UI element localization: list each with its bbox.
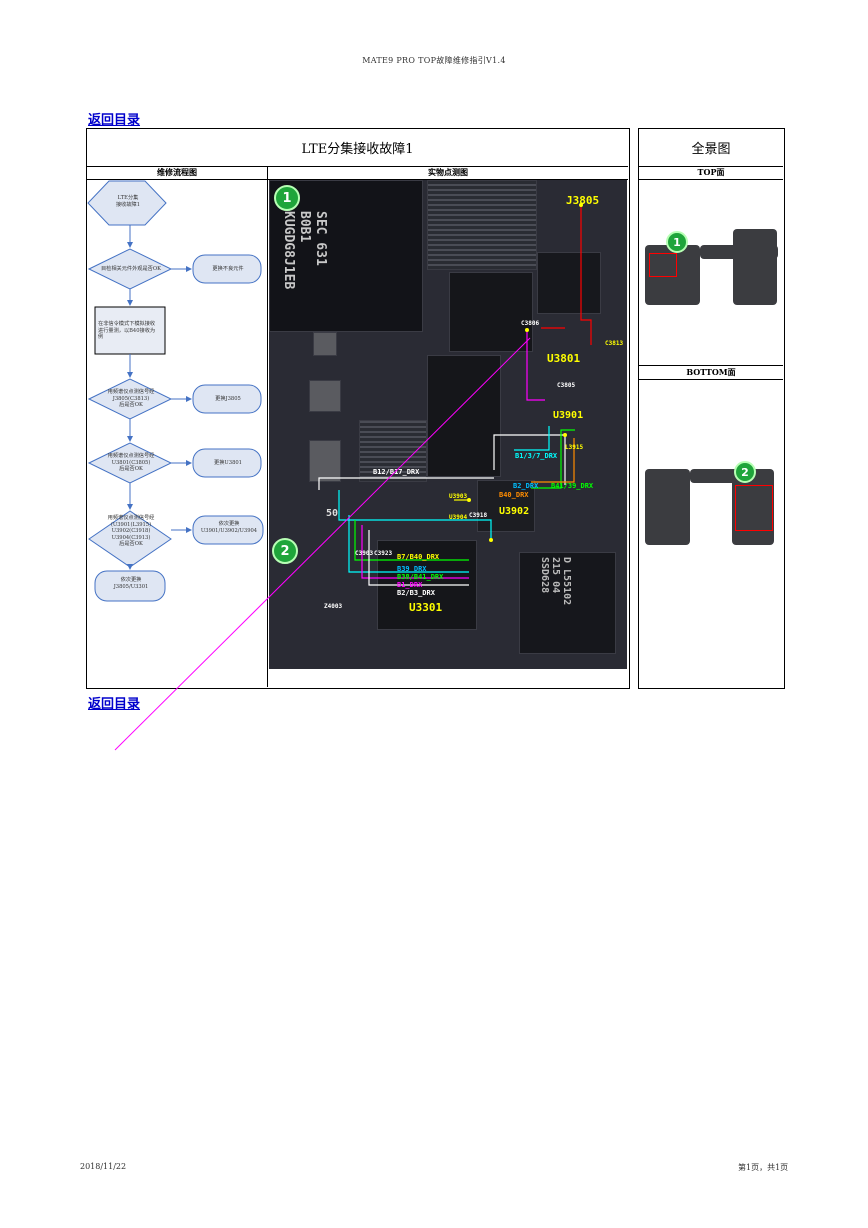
flow-start: LTE分集 接收故障1 [115,195,141,208]
label-u3901: U3901 [553,410,584,421]
flowchart-text: LTE分集 接收故障1 目检相关元件外观是否OK 更换不良元件 在非信令模式下模… [88,179,268,687]
label-b7-b40: B7/B40_DRX [397,553,440,561]
flow-action-4: 依次更换 U3901/U3902/U3904 [200,521,258,534]
chip-d-l55102: D L55102 215 04 SSD628 [519,552,616,654]
panorama-table: 全景图 TOP面 BOTTOM面 1 2 [638,128,785,689]
flow-action-2: 更换J3805 [215,396,241,402]
label-b12-b17: B12/B17_DRX [373,468,420,476]
bottom-view-header: BOTTOM面 [639,365,783,380]
flow-decision-2-text: 用频谱仪点测信号经 J3805(C3813) 后是否OK [107,389,155,408]
chip-top-mid [449,272,533,352]
bottom-view-board: 2 [645,459,775,554]
label-c3805: C3805 [557,382,576,389]
label-u3903: U3903 [449,493,468,500]
footer-page-number: 第1页，共1页 [738,1163,789,1172]
chip-shield-top [427,180,537,270]
document-title: MATE9 PRO TOP故障维修指引V1.4 [362,56,506,65]
flow-action-4-shape [192,515,264,545]
label-c3923: C3923 [374,550,393,557]
flow-process-shape [94,306,166,355]
label-b2-b3: B2/B3_DRX [397,589,435,597]
flow-action-3: 更换U3801 [214,460,242,466]
label-z4003: Z4003 [324,603,343,610]
pcb-photo: SEC 631 B0B1 KUGDG8J1EB D L55102 215 04 … [269,180,627,669]
flow-process: 在非信令模式下模拟接收 进行量测，以B40接收为 例 [98,321,156,340]
trace-overlay [318,203,592,586]
flow-decision-4-text: 用频谱仪点测信号经 (U3901(L3915) U3902(C3918) U39… [107,515,155,547]
flow-start-shape [87,180,167,226]
flow-end-shape [94,570,166,602]
label-u3902: U3902 [499,506,530,517]
back-to-contents-link[interactable]: 返回目录 [88,113,141,128]
chip-center [427,355,501,477]
flow-decision-1-text: 目检相关元件外观是否OK [100,266,161,272]
bottom-view-highlight [735,485,773,531]
top-view-marker-1: 1 [666,231,688,253]
label-b41-39: B41/39_DRX [551,482,594,490]
photo-column-header: 实物点测图 [268,166,628,180]
marker-2: 2 [272,538,298,564]
flow-action-1: 更换不良元件 [212,266,244,272]
label-c3918: C3918 [469,512,488,519]
chip-50-marking: 50 [326,508,339,519]
marker-1: 1 [274,185,300,211]
main-table: LTE分集接收故障1 维修流程图 实物点测图 [86,128,630,689]
component-square-1 [309,380,341,412]
top-board-right [733,229,777,305]
flow-action-2-shape [192,384,262,414]
label-u3301: U3301 [409,601,443,614]
label-b39: B39_DRX [397,565,427,573]
repair-flowchart [87,180,264,602]
top-board-left [645,245,700,305]
back-to-contents-link-bottom[interactable]: 返回目录 [88,697,141,712]
bottom-board-left [645,469,690,545]
top-view-highlight [649,253,677,277]
label-b38-b41: B38/B41_DRX [397,573,444,581]
flow-decision-3-text: 用频谱仪点测信号经 U3801(C3805) 后是否OK [107,453,155,472]
label-b2: B2_DRX [513,482,539,490]
footer-date: 2018/11/22 [80,1162,127,1171]
table-title: LTE分集接收故障1 [87,129,628,167]
chip-left-shield [359,420,427,482]
flow-column-header: 维修流程图 [87,166,268,180]
label-b1-3-7: B1/3/7_DRX [515,452,558,460]
label-j3805: J3805 [566,194,600,207]
label-u3801: U3801 [547,352,581,365]
flow-action-1-shape [192,254,262,284]
label-c3813: C3813 [605,340,624,347]
label-c3903: C3903 [355,550,374,557]
flow-decision-4 [88,510,172,568]
panorama-title: 全景图 [639,129,783,167]
component-square-2 [309,440,341,482]
label-u3904: U3904 [449,514,468,521]
top-view-header: TOP面 [639,166,783,180]
component-square-3 [313,332,337,356]
chip-u3902 [477,480,535,532]
flow-action-3-shape [192,448,262,478]
top-view-board: 1 [645,229,778,319]
label-c3806: C3806 [521,320,540,327]
label-l3915: L3915 [565,444,584,451]
chip-u3801 [537,252,601,314]
flow-end: 依次更换 J3805/U3301 [113,577,149,590]
column-divider [267,179,268,687]
label-b40: B40_DRX [499,491,529,499]
bottom-view-marker-2: 2 [734,461,756,483]
label-b1: B1_DRX [397,581,423,589]
